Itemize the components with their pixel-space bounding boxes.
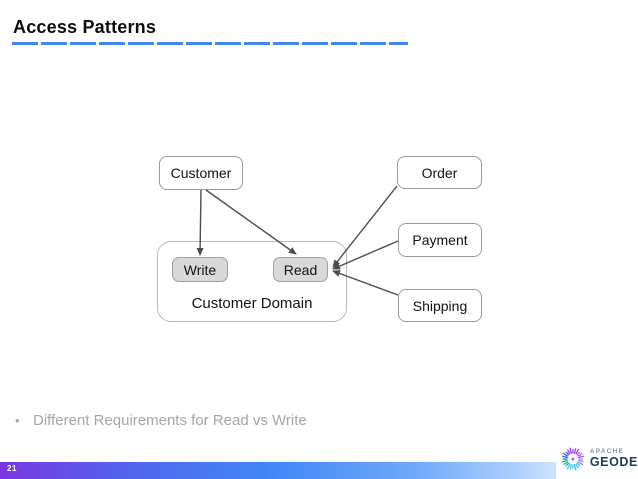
footer-gradient-bar bbox=[0, 462, 638, 479]
node-order: Order bbox=[397, 156, 482, 189]
bullet-item: • Different Requirements for Read vs Wri… bbox=[15, 411, 307, 430]
bullet-marker: • bbox=[15, 413, 20, 428]
apache-geode-logo: APACHE GEODE bbox=[556, 438, 638, 479]
logo-geode-label: GEODE bbox=[589, 455, 638, 469]
apache-geode-starburst-icon bbox=[561, 447, 585, 470]
customer-domain-label: Customer Domain bbox=[191, 295, 313, 312]
node-write: Write bbox=[172, 257, 228, 282]
page-title: Access Patterns bbox=[13, 17, 157, 37]
title-underline bbox=[12, 42, 408, 45]
node-shipping: Shipping bbox=[398, 289, 482, 322]
apache-geode-logo-text: APACHE GEODE bbox=[589, 447, 638, 469]
bullet-text: Different Requirements for Read vs Write bbox=[33, 412, 307, 429]
node-read: Read bbox=[273, 257, 328, 282]
node-payment: Payment bbox=[398, 223, 482, 257]
page-number: 21 bbox=[7, 464, 17, 473]
logo-apache-label: APACHE bbox=[589, 447, 625, 455]
node-customer: Customer bbox=[159, 156, 243, 190]
